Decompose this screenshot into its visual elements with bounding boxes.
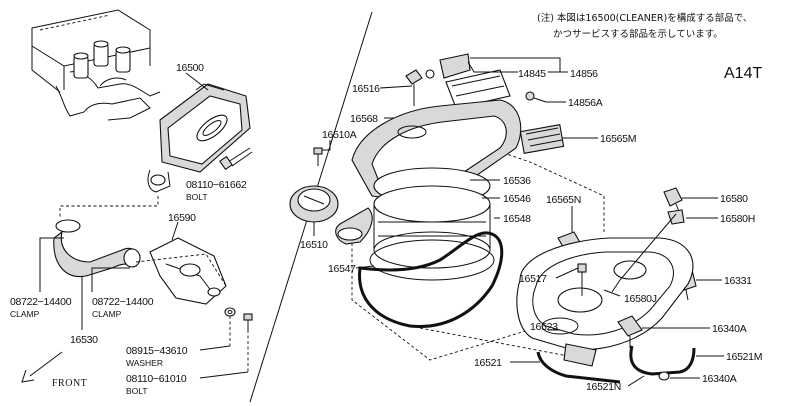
leader-14845 [467,61,518,73]
leader-bolt-2 [199,371,249,379]
leader-16516 [379,85,413,89]
leader-clamp-a [39,237,64,292]
bolt-icon [313,147,323,166]
label-16580: 16580 [720,193,748,205]
leader-16580J [611,213,677,293]
label-16510A: 16510A [322,129,357,141]
leader-washer [199,345,231,351]
label-08722-14400-b: 08722−14400 [92,296,154,308]
leader-16547 [355,265,375,269]
label-08722-14400-a: 08722−14400 [10,296,72,308]
label-16517: 16517 [519,273,547,285]
leader-16521N [627,375,645,387]
label-16530: 16530 [70,334,98,346]
note-line-1: (注) 本図は16500(CLEANER)を構成する部品で、 [537,12,752,24]
label-08110-61662: 08110−61662 [186,179,247,191]
label-14856: 14856 [570,68,598,80]
elbow-fitting-drawing [617,315,643,348]
label-16340A-a: 16340A [712,323,747,335]
label-16331: 16331 [724,275,752,287]
leader-14856b [470,57,561,72]
label-bolt-1: BOLT [186,192,208,202]
air-hose-drawing [53,219,141,278]
label-16510: 16510 [300,239,328,251]
label-14845: 14845 [518,68,546,80]
label-16500: 16500 [176,62,204,74]
label-16565N: 16565N [546,194,581,206]
front-label: FRONT [52,378,87,389]
label-16516: 16516 [352,83,380,95]
label-clamp-b: CLAMP [92,309,122,319]
label-16523: 16523 [530,321,558,333]
label-washer: WASHER [126,358,163,368]
label-16590: 16590 [168,212,196,224]
wing-nut-icon [405,69,423,106]
label-16580H: 16580H [720,213,755,225]
vacuum-hose-drawing [536,345,696,384]
assembly-link [351,232,543,361]
label-14856A: 14856A [568,97,603,109]
label-16521N: 16521N [586,381,621,393]
label-16547: 16547 [328,263,356,275]
bolt-icon [243,313,253,330]
screw-icon [525,91,547,103]
cleaner-housing-drawing [516,237,694,367]
model-code: A14T [724,65,762,82]
engine-block-drawing [31,9,161,121]
label-08110-61010: 08110−61010 [126,373,187,385]
leader-16517 [555,267,579,279]
label-16521M: 16521M [726,351,762,363]
label-clamp-a: CLAMP [10,309,40,319]
air-cleaner-assembly-drawing [147,83,251,193]
leader-16510A [322,140,331,151]
vacuum-motor-drawing [425,53,511,109]
front-arrow-icon [21,351,63,383]
filter-pad-drawing [519,124,565,154]
label-16536: 16536 [503,175,531,187]
filter-element-drawing [369,167,495,281]
label-16565M: 16565M [600,133,636,145]
label-08915-43610: 08915−43610 [126,345,188,357]
elbow-bracket-drawing [135,237,227,305]
label-16521: 16521 [474,357,502,369]
label-16580J: 16580J [624,293,657,305]
leader-clamp-b [91,267,130,292]
assembly-link [429,127,605,232]
gasket-drawing [358,231,504,329]
sensor-drawing [663,187,685,225]
label-16548: 16548 [503,213,531,225]
label-16568: 16568 [350,113,378,125]
bolt-icon [219,147,253,171]
leader-16500 [185,72,209,91]
cap-drawing [289,185,339,223]
assembly-link [59,196,159,218]
label-16340A-b: 16340A [702,373,737,385]
label-16546: 16546 [503,193,531,205]
note-line-2: かつサービスする部品を示しています。 [553,28,723,40]
label-bolt-2: BOLT [126,386,148,396]
leader-16590 [171,221,179,241]
washer-icon [224,307,236,317]
